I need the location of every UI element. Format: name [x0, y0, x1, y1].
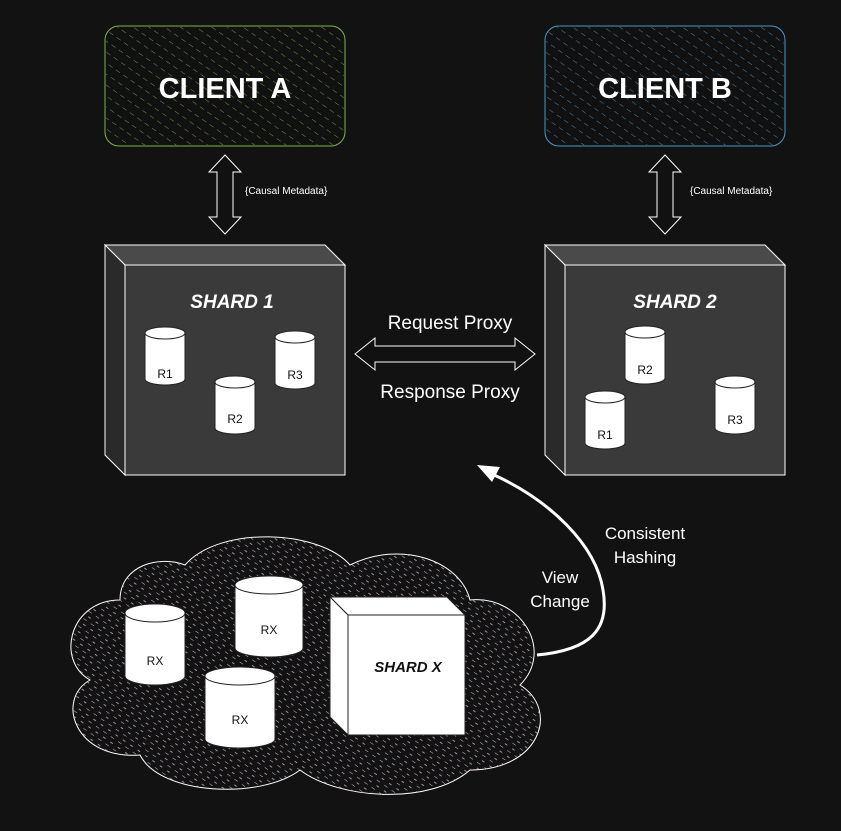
cloud-replica-rx-2[interactable]: RX [234, 575, 304, 658]
consistent-hashing-line1: Consistent [605, 524, 686, 543]
view-change-line2: Change [530, 592, 590, 611]
client-a-shard1-arrow [207, 154, 243, 235]
client-a-box[interactable]: CLIENT A [104, 25, 346, 147]
shard-x[interactable]: SHARD X [328, 595, 467, 737]
shard-2-replica-r3[interactable]: R3 [714, 375, 756, 435]
shard-x-label: SHARD X [374, 659, 443, 676]
causal-metadata-b: {Causal Metadata} [690, 186, 773, 197]
replica-label: RX [232, 713, 249, 727]
cloud-replica-rx-3[interactable]: RX [204, 666, 276, 749]
shard-1[interactable]: SHARD 1 [103, 243, 347, 477]
client-a-label: CLIENT A [159, 73, 292, 105]
replica-label: R2 [637, 363, 653, 377]
shard-1-replica-r3[interactable]: R3 [274, 330, 316, 390]
request-proxy-label: Request Proxy [388, 313, 513, 334]
shard-1-replica-r1[interactable]: R1 [144, 326, 186, 386]
consistent-hashing-line2: Hashing [614, 548, 676, 567]
replica-label: R1 [157, 367, 173, 381]
shard-2-label: SHARD 2 [633, 292, 717, 313]
replica-label: RX [261, 623, 278, 637]
causal-metadata-a: {Causal Metadata} [245, 186, 328, 197]
client-b-box[interactable]: CLIENT B [544, 25, 786, 147]
replica-label: R1 [597, 428, 613, 442]
client-b-label: CLIENT B [598, 73, 732, 105]
replica-label: R2 [227, 412, 243, 426]
shard-2-replica-r1[interactable]: R1 [584, 390, 626, 450]
shard-2-replica-r2[interactable]: R2 [624, 325, 666, 385]
replica-label: R3 [287, 368, 303, 382]
response-proxy-label: Response Proxy [380, 382, 520, 403]
replica-label: RX [147, 654, 164, 668]
shard-1-replica-r2[interactable]: R2 [214, 375, 256, 435]
view-change-line1: View [542, 568, 579, 587]
replica-label: R3 [727, 413, 743, 427]
view-change-arrow [477, 465, 606, 657]
proxy-arrow [354, 336, 536, 372]
cloud-replica-rx-1[interactable]: RX [124, 603, 186, 686]
client-b-shard2-arrow [647, 154, 683, 235]
shard-1-label: SHARD 1 [190, 292, 273, 313]
